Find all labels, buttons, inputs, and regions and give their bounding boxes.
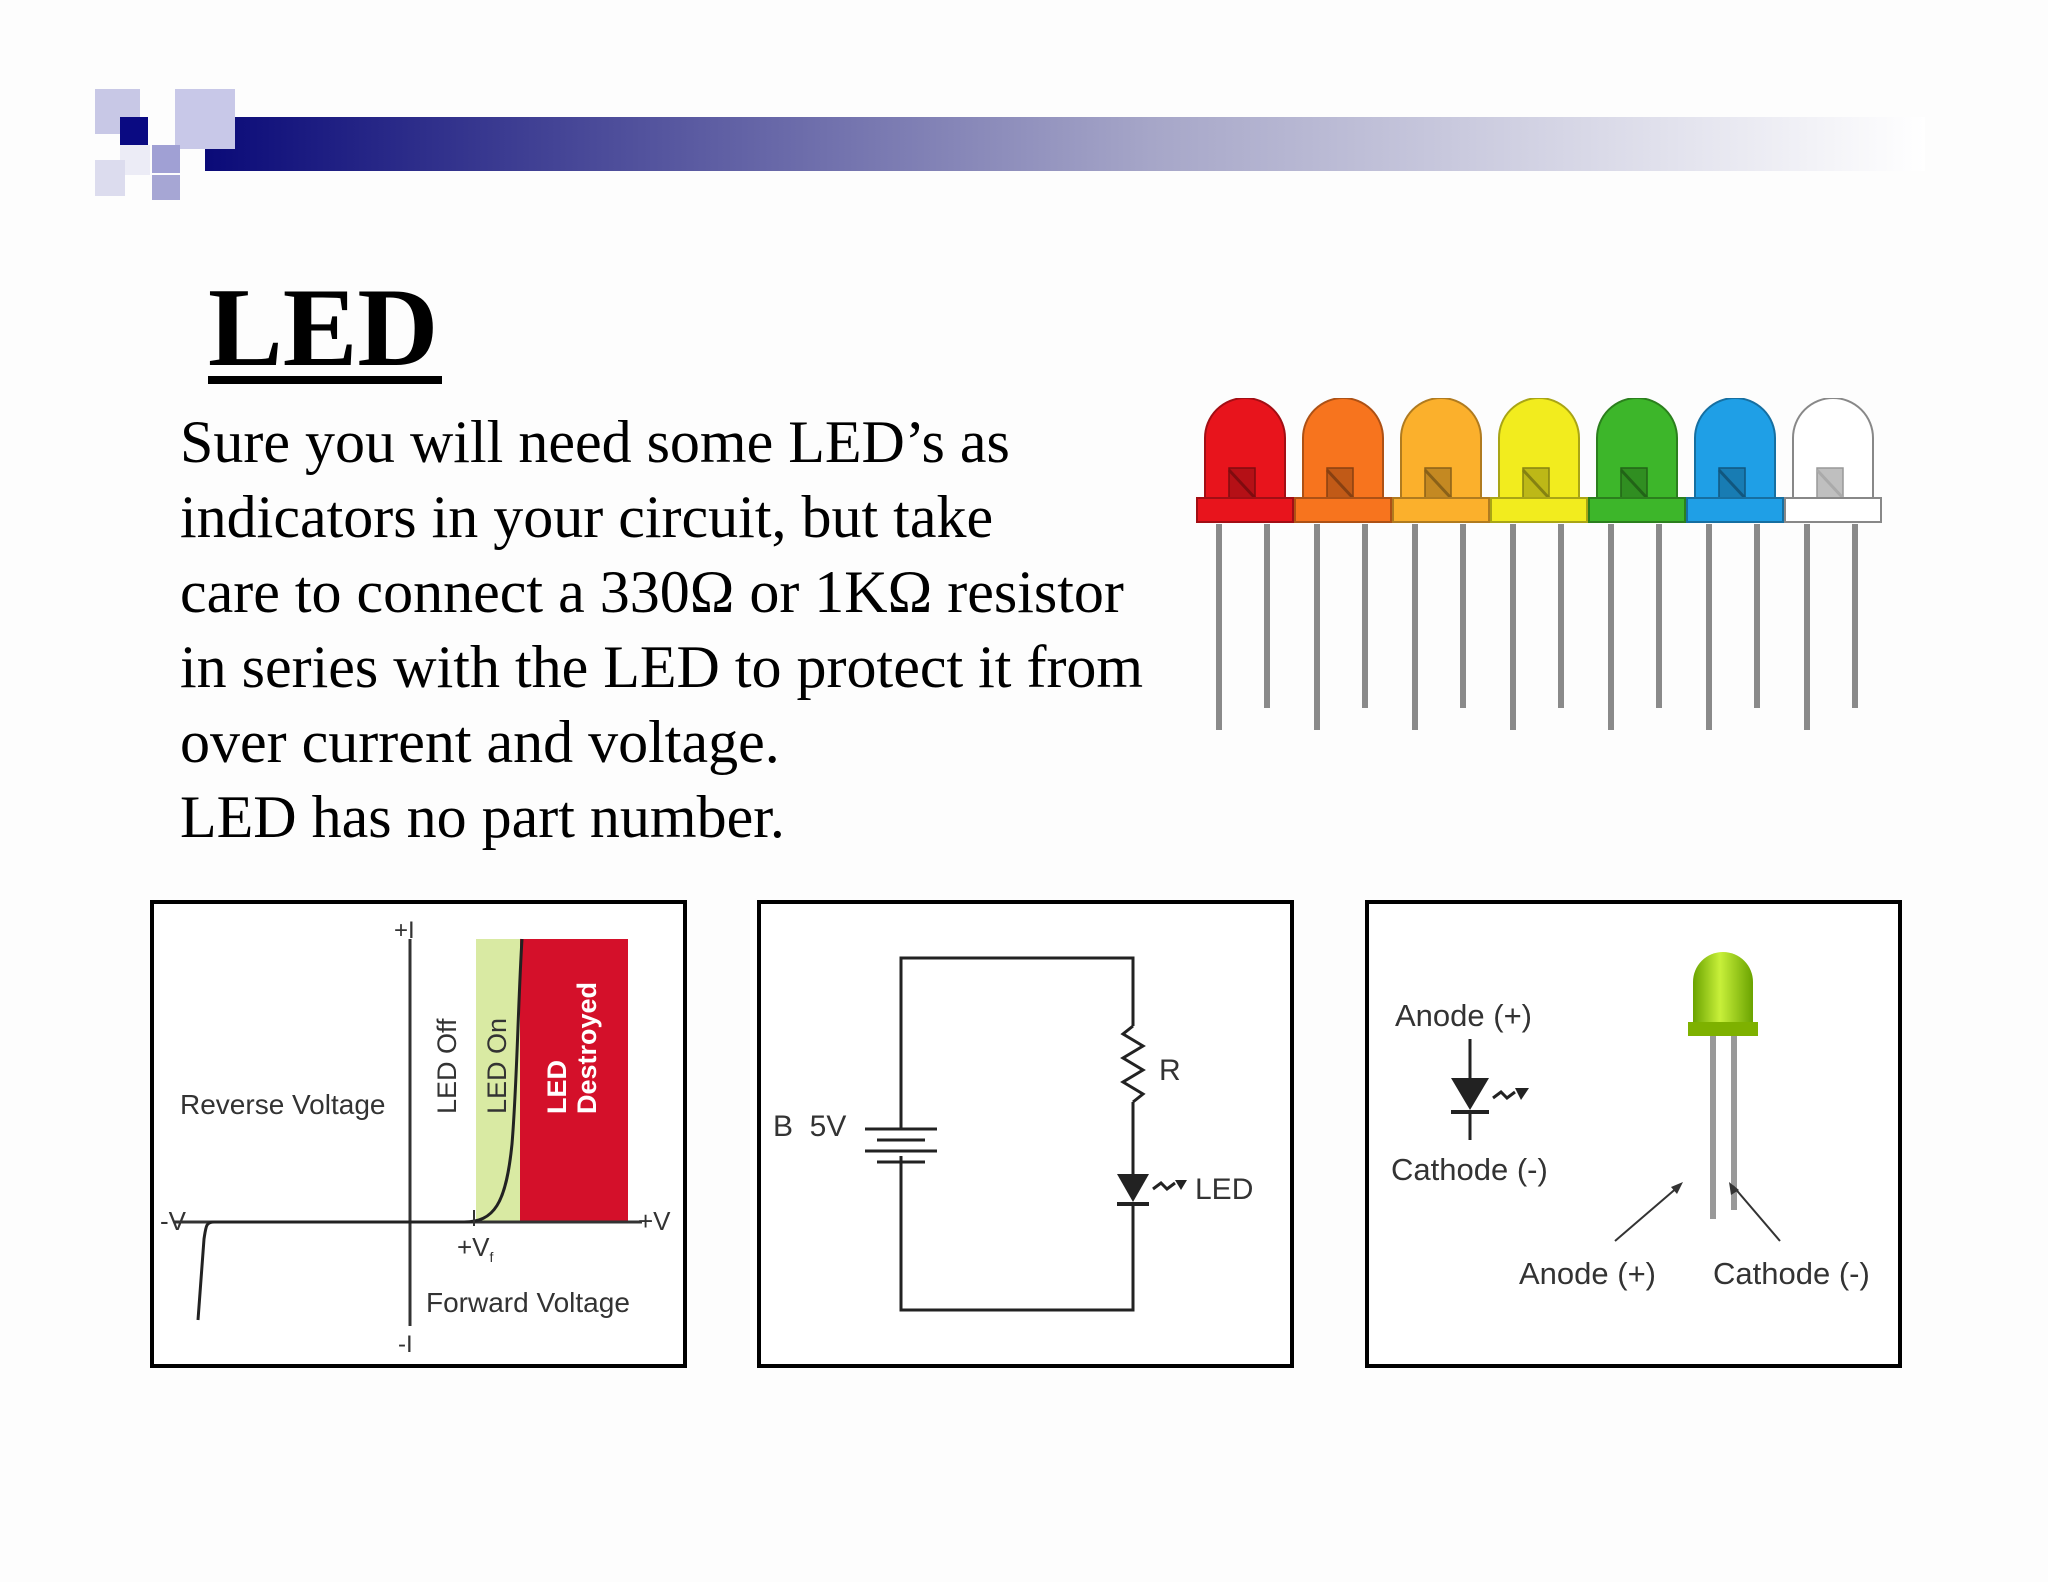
- pinout-diagram: Anode (+) Cathode (-) Anode (+) Cathode …: [1391, 952, 1870, 1291]
- led-on-region: [476, 939, 520, 1222]
- slide-title: LED: [208, 266, 439, 390]
- threshold-main: +V: [457, 1232, 490, 1262]
- resistor-symbol: [1120, 1024, 1146, 1104]
- header-square: [120, 117, 148, 145]
- led-rim: [1294, 497, 1392, 523]
- circuit-wire: [899, 956, 1135, 1129]
- symbol-cathode-label: Cathode (-): [1391, 1152, 1548, 1187]
- symbol-anode-label: Anode (+): [1395, 998, 1532, 1033]
- led-dome: [1498, 398, 1580, 499]
- anode-pointer-head: [1671, 1182, 1683, 1194]
- pinout-panel: Anode (+) Cathode (-) Anode (+) Cathode …: [1365, 900, 1902, 1368]
- led-destroyed-label-1: LED: [542, 1060, 572, 1114]
- iv-curve-diagram: +I -I -V +V +Vf Reverse Voltage Forward …: [160, 917, 671, 1358]
- light-arrow-icon: [1515, 1088, 1529, 1100]
- led-off-label: LED Off: [432, 1018, 462, 1114]
- led-dome: [1694, 398, 1776, 499]
- light-arrow-icon: [1175, 1180, 1187, 1190]
- led-base: [1688, 1022, 1758, 1036]
- forward-threshold-label: +Vf: [457, 1232, 494, 1265]
- led-anvil-edge: [1521, 468, 1551, 500]
- circuit-diagram: B 5V R LED: [773, 956, 1253, 1312]
- anode-pointer: [1614, 1185, 1680, 1242]
- resistor-label: R: [1159, 1054, 1181, 1087]
- body-line: indicators in your circuit, but take: [180, 484, 994, 550]
- reverse-voltage-label: Reverse Voltage: [180, 1089, 385, 1120]
- body-line: care to connect a 330Ω or 1KΩ resistor: [180, 559, 1124, 625]
- led-dome: [1596, 398, 1678, 499]
- cathode-pointer: [1732, 1185, 1781, 1242]
- minus-v-label: -V: [160, 1206, 187, 1236]
- header-square: [152, 175, 180, 200]
- led-destroyed-region: [520, 939, 628, 1222]
- plus-i-label: +I: [394, 917, 415, 944]
- iv-curve-panel: +I -I -V +V +Vf Reverse Voltage Forward …: [150, 900, 687, 1368]
- led-destroyed-label-2: Destroyed: [572, 982, 602, 1114]
- header-square: [175, 89, 235, 149]
- body-line: in series with the LED to protect it fro…: [180, 634, 1144, 700]
- led-dome: [1792, 398, 1874, 499]
- led-diode-symbol: [1117, 1174, 1149, 1202]
- led-dome: [1204, 398, 1286, 499]
- led-rim: [1490, 497, 1588, 523]
- cathode-pointer-head: [1729, 1182, 1739, 1195]
- led-on-label: LED On: [482, 1018, 512, 1114]
- header-square: [95, 160, 125, 196]
- body-line: LED has no part number.: [180, 784, 785, 850]
- body-line: Sure you will need some LED’s as: [180, 409, 1010, 475]
- circuit-panel: B 5V R LED: [757, 900, 1294, 1368]
- forward-curve: [410, 938, 524, 1224]
- led-anvil-edge: [1815, 468, 1845, 500]
- diode-symbol-icon: [1451, 1078, 1489, 1110]
- leg-cathode-label: Cathode (-): [1713, 1256, 1870, 1291]
- header-decoration: [95, 89, 1925, 200]
- circuit-wire: [899, 1156, 1135, 1312]
- led-anvil-edge: [1717, 468, 1747, 500]
- led-rim: [1784, 497, 1882, 523]
- forward-voltage-label: Forward Voltage: [426, 1287, 630, 1318]
- led-dome: [1400, 398, 1482, 499]
- led-anvil-edge: [1619, 468, 1649, 500]
- led-rim: [1392, 497, 1490, 523]
- minus-i-label: -I: [398, 1331, 413, 1358]
- light-emission-icon: [1492, 1090, 1516, 1100]
- led-rim: [1588, 497, 1686, 523]
- title-underline: [208, 376, 442, 384]
- led-rim: [1196, 497, 1294, 523]
- led-dome: [1693, 952, 1753, 1024]
- led-anvil-edge: [1227, 468, 1257, 500]
- reverse-curve: [196, 1220, 410, 1321]
- battery-label: B 5V: [773, 1110, 846, 1143]
- led-color-illustration: [1196, 398, 1882, 730]
- body-line: over current and voltage.: [180, 709, 780, 775]
- body-text: Sure you will need some LED’s as indicat…: [180, 405, 1143, 855]
- led-dome: [1302, 398, 1384, 499]
- header-bar: [205, 117, 1925, 171]
- light-emission-icon: [1152, 1181, 1176, 1191]
- led-label: LED: [1195, 1173, 1253, 1206]
- leg-anode-label: Anode (+): [1519, 1256, 1656, 1291]
- led-rim: [1686, 497, 1784, 523]
- header-square: [152, 145, 180, 173]
- led-anvil-edge: [1423, 468, 1453, 500]
- threshold-subscript: f: [490, 1249, 494, 1265]
- led-anvil-edge: [1325, 468, 1355, 500]
- plus-v-label: +V: [638, 1206, 671, 1236]
